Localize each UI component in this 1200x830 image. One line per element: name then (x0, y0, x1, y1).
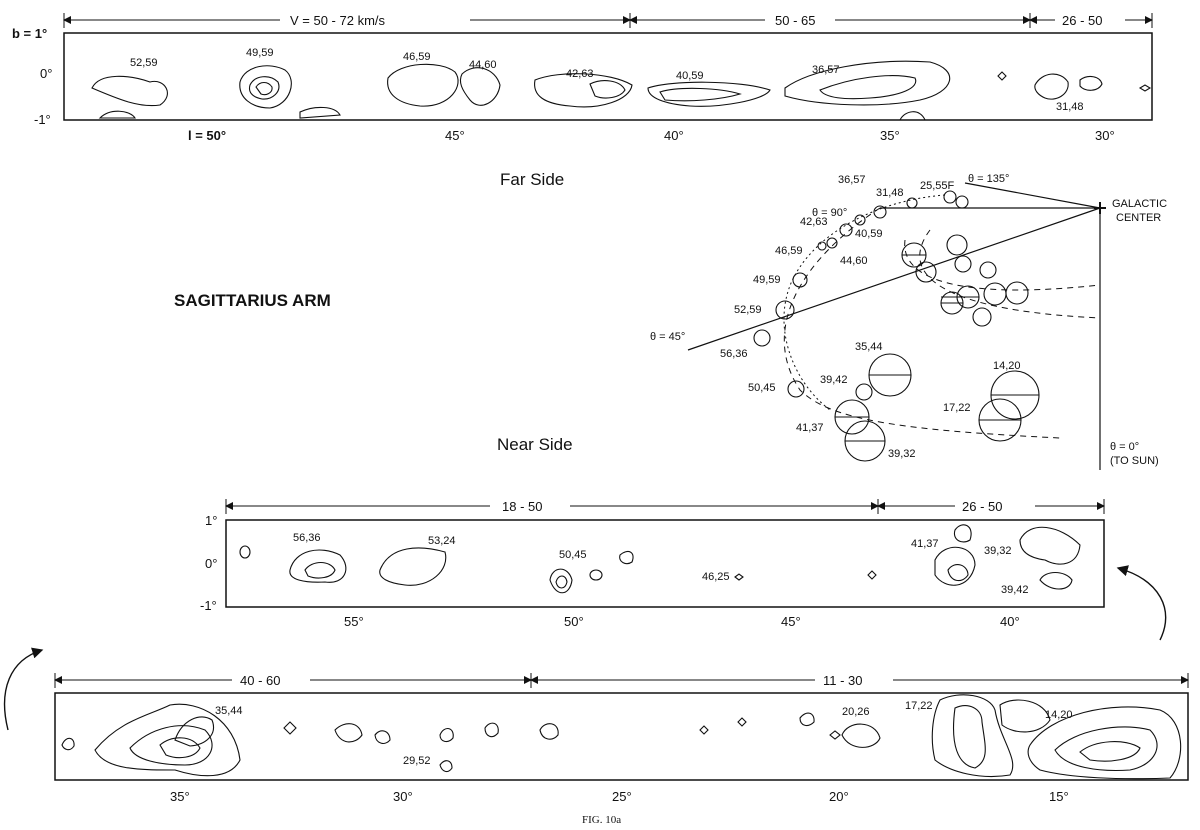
cloud-label: 14,20 (1045, 709, 1073, 721)
galactic-center-label-1: GALACTIC (1112, 198, 1167, 210)
strip-2: 18 - 50 26 - 50 1° 0° -1° 55° 50° 45° 40… (200, 497, 1167, 641)
cloud-label: 41,37 (796, 422, 824, 434)
range-label-3: 26 - 50 (1062, 13, 1102, 28)
range-label-5: 26 - 50 (962, 499, 1002, 514)
cloud-label: 56,36 (720, 348, 748, 360)
lat-label-bottom: -1° (200, 598, 217, 613)
range-label-2: 50 - 65 (775, 13, 815, 28)
long-tick-50: l = 50° (188, 128, 226, 143)
cloud-label: 17,22 (943, 402, 971, 414)
range-label-4: 18 - 50 (502, 499, 542, 514)
range-label-7: 11 - 30 (823, 673, 863, 688)
cloud-label: 36,57 (838, 174, 866, 186)
long-tick-20: 20° (829, 789, 849, 804)
range-label-1: V = 50 - 72 km/s (290, 13, 386, 28)
cloud-label: 17,22 (905, 700, 933, 712)
cloud-label: 46,59 (775, 245, 803, 257)
long-tick-30: 30° (1095, 128, 1115, 143)
long-tick-50: 50° (564, 614, 584, 629)
left-curved-arrow (3, 647, 44, 731)
galactic-center-label-2: CENTER (1116, 212, 1161, 224)
arm-title: SAGITTARIUS ARM (174, 291, 331, 310)
long-tick-40: 40° (664, 128, 684, 143)
theta-135-label: θ = 135° (968, 173, 1009, 185)
cloud-label: 29,52 (403, 755, 431, 767)
cloud-label: 49,59 (246, 47, 274, 59)
cloud-label: 39,32 (984, 545, 1012, 557)
cloud-label: 56,36 (293, 532, 321, 544)
cloud-label: 35,44 (215, 705, 243, 717)
lat-label-mid: 0° (40, 66, 52, 81)
to-sun-label: (TO SUN) (1110, 455, 1159, 467)
long-tick-15: 15° (1049, 789, 1069, 804)
cloud-label: 39,32 (888, 448, 916, 460)
strip-3: 40 - 60 11 - 30 35° 30° 25° 20° 15° (3, 647, 1189, 804)
theta-90-label: θ = 90° (812, 207, 847, 219)
cloud-label: 36,57 (812, 64, 840, 76)
cloud-label: 40,59 (855, 228, 883, 240)
range-label-6: 40 - 60 (240, 673, 280, 688)
right-curved-arrow (1116, 565, 1167, 641)
cloud-label: 44,60 (840, 255, 868, 267)
strip-1-contours (91, 60, 1152, 121)
figure-caption: FIG. 10a (582, 814, 621, 826)
cloud-label: 31,48 (1056, 101, 1084, 113)
cloud-label: 52,59 (734, 304, 762, 316)
cloud-label: 31,48 (876, 187, 904, 199)
lat-label-top: b = 1° (12, 26, 47, 41)
strip-2-contours (239, 524, 1081, 594)
cloud-label: 44,60 (469, 59, 497, 71)
cloud-label: 53,24 (428, 535, 456, 547)
long-tick-55: 55° (344, 614, 364, 629)
theta-0-label: θ = 0° (1110, 441, 1139, 453)
strip-2-frame (225, 519, 1105, 608)
cloud-label: 46,59 (403, 51, 431, 63)
cloud-label: 25,55F (920, 180, 955, 192)
long-tick-35: 35° (880, 128, 900, 143)
lat-label-mid: 0° (205, 556, 217, 571)
long-tick-40: 40° (1000, 614, 1020, 629)
cloud-label: 50,45 (748, 382, 776, 394)
cloud-label: 35,44 (855, 341, 883, 353)
cloud-label: 14,20 (993, 360, 1021, 372)
long-tick-35: 35° (170, 789, 190, 804)
strip-3-contours (61, 694, 1182, 780)
far-side-label: Far Side (500, 170, 564, 189)
lat-label-bottom: -1° (34, 112, 51, 127)
cloud-label: 20,26 (842, 706, 870, 718)
lat-label-top: 1° (205, 513, 217, 528)
cloud-label: 52,59 (130, 57, 158, 69)
cloud-label: 42,63 (800, 216, 828, 228)
theta-45-label: θ = 45° (650, 331, 685, 343)
strip-1-frame (63, 32, 1153, 121)
long-tick-25: 25° (612, 789, 632, 804)
arm-diagram: Far Side Near Side SAGITTARIUS ARM GALAC… (174, 170, 1167, 470)
cloud-label: 50,45 (559, 549, 587, 561)
long-tick-45: 45° (781, 614, 801, 629)
cloud-label: 39,42 (1001, 584, 1029, 596)
cloud-label: 46,25 (702, 571, 730, 583)
strip-1: V = 50 - 72 km/s 50 - 65 26 - 50 b = 1° … (12, 11, 1153, 143)
long-tick-45: 45° (445, 128, 465, 143)
cloud-label: 42,63 (566, 68, 594, 80)
near-side-label: Near Side (497, 435, 573, 454)
cloud-label: 40,59 (676, 70, 704, 82)
cloud-label: 41,37 (911, 538, 939, 550)
strip-3-frame (54, 692, 1189, 781)
cloud-label: 39,42 (820, 374, 848, 386)
cloud-label: 49,59 (753, 274, 781, 286)
long-tick-30: 30° (393, 789, 413, 804)
